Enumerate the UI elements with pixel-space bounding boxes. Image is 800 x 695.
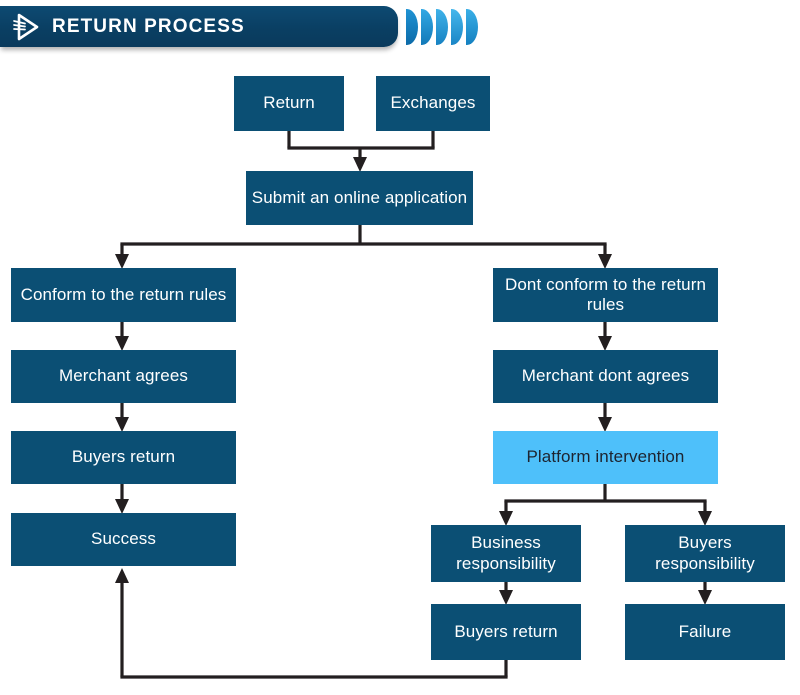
node-conform-return-rules[interactable]: Conform to the return rules xyxy=(11,268,236,322)
d-bar-2 xyxy=(421,9,433,45)
node-submit-application[interactable]: Submit an online application xyxy=(246,171,473,225)
d-bar-1 xyxy=(406,9,418,45)
node-success[interactable]: Success xyxy=(11,513,236,566)
node-merchant-agrees[interactable]: Merchant agrees xyxy=(11,350,236,403)
node-business-responsibility[interactable]: Business responsibility xyxy=(431,525,581,582)
node-buyers-return-right[interactable]: Buyers return xyxy=(431,604,581,660)
node-dont-conform-return-rules[interactable]: Dont conform to the return rules xyxy=(493,268,718,322)
d-bars-decoration xyxy=(406,9,478,45)
d-bar-5 xyxy=(466,9,478,45)
header-banner: RETURN PROCESS xyxy=(0,6,398,47)
play-arrow-icon xyxy=(10,10,44,44)
node-platform-intervention[interactable]: Platform intervention xyxy=(493,431,718,484)
d-bar-3 xyxy=(436,9,448,45)
node-failure[interactable]: Failure xyxy=(625,604,785,660)
page-title: RETURN PROCESS xyxy=(52,15,245,37)
node-merchant-dont-agrees[interactable]: Merchant dont agrees xyxy=(493,350,718,403)
node-buyers-responsibility[interactable]: Buyers responsibility xyxy=(625,525,785,582)
node-buyers-return-left[interactable]: Buyers return xyxy=(11,431,236,484)
d-bar-4 xyxy=(451,9,463,45)
node-exchanges[interactable]: Exchanges xyxy=(376,76,490,131)
node-return[interactable]: Return xyxy=(234,76,344,131)
